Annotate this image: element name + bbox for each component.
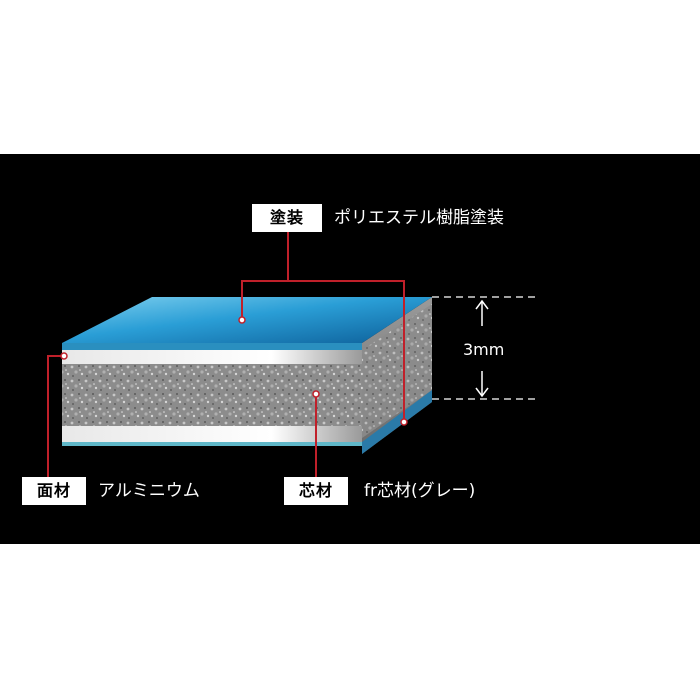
core-material-tag: 芯材 xyxy=(284,477,348,505)
thickness-arrowhead-down xyxy=(475,387,489,398)
coating-layer-top xyxy=(62,297,432,343)
panel-cross-section xyxy=(47,232,535,477)
coating-side-marker xyxy=(400,418,408,426)
coating-layer-front xyxy=(62,343,362,350)
aluminum-layer-lower xyxy=(62,426,362,442)
core-layer xyxy=(62,364,362,426)
core-material-description: fr芯材(グレー) xyxy=(364,481,476,501)
face-material-tag: 面材 xyxy=(22,477,86,505)
coating-marker xyxy=(238,316,246,324)
coating-layer-bottom xyxy=(62,442,362,446)
aluminum-layer-upper xyxy=(62,350,362,364)
coating-description: ポリエステル樹脂塗装 xyxy=(334,208,504,228)
thickness-arrowhead-up xyxy=(475,299,489,310)
panel-side-bottom-coat xyxy=(362,390,432,454)
thickness-label: 3mm xyxy=(463,340,505,359)
core-material-marker xyxy=(312,390,320,398)
face-material-leader-line xyxy=(47,355,64,477)
coating-tag: 塗装 xyxy=(252,204,322,232)
face-material-marker xyxy=(60,352,68,360)
diagram-panel: 塗装 ポリエステル樹脂塗装 3mm 面材 アルミニウム 芯材 fr芯材(グレー) xyxy=(0,154,700,544)
face-material-description: アルミニウム xyxy=(98,481,200,501)
coating-leader-line xyxy=(241,280,405,422)
panel-side-core xyxy=(362,304,432,438)
